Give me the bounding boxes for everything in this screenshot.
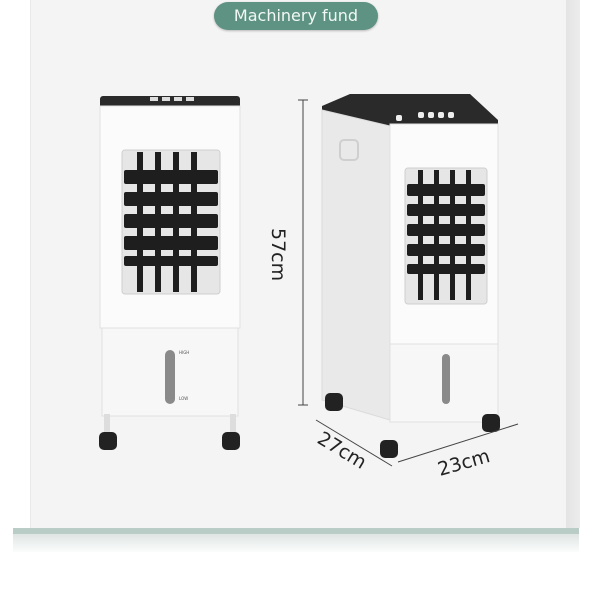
caster-wheel xyxy=(380,440,398,458)
water-level-window xyxy=(165,350,175,404)
panel-edge xyxy=(566,0,580,528)
angled-view-cooler xyxy=(321,94,500,458)
display-shelf xyxy=(13,528,579,534)
width-dimension: 23cm xyxy=(397,423,519,481)
caster-wheel xyxy=(325,393,343,411)
caster-wheel xyxy=(222,432,240,450)
height-dimension: 57cm xyxy=(267,99,308,406)
front-view-cooler: HIGH LOW xyxy=(99,96,241,450)
height-label: 57cm xyxy=(267,228,289,281)
louvers xyxy=(124,152,218,292)
side-handle xyxy=(339,139,359,161)
high-label: HIGH xyxy=(179,350,189,355)
title-badge: Machinery fund xyxy=(214,2,378,30)
width-label: 23cm xyxy=(435,445,492,481)
caster-wheel xyxy=(99,432,117,450)
low-label: LOW xyxy=(179,396,188,401)
depth-label: 27cm xyxy=(313,427,370,473)
caster-wheel xyxy=(482,414,500,432)
shelf-shadow xyxy=(13,534,579,552)
